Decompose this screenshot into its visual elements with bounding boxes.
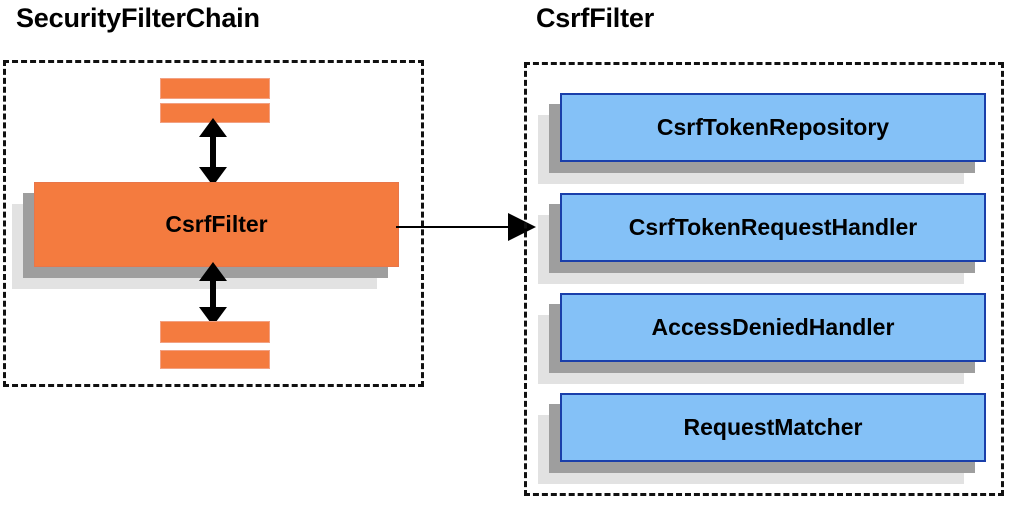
node-accessdeniedhandler[interactable]: AccessDeniedHandler: [538, 293, 986, 384]
double-arrow-above-csrffilter: [199, 118, 227, 186]
filter-placeholder-bar-below-1: [160, 321, 270, 343]
panel-security-filter-chain: [3, 60, 424, 387]
panel-csrf-filter-detail: [524, 62, 1004, 496]
node-requestmatcher-label: RequestMatcher: [560, 393, 986, 462]
node-csrftokenrepository-label: CsrfTokenRepository: [560, 93, 986, 162]
filter-placeholder-bar-above-1: [160, 78, 270, 99]
node-csrftokenrepository[interactable]: CsrfTokenRepository: [538, 93, 986, 184]
node-csrftokenrequesthandler-label: CsrfTokenRequestHandler: [560, 193, 986, 262]
double-arrow-below-csrffilter: [199, 262, 227, 326]
page-title-csrf-filter: CsrfFilter: [536, 3, 655, 33]
node-accessdeniedhandler-label: AccessDeniedHandler: [560, 293, 986, 362]
node-csrftokenrequesthandler[interactable]: CsrfTokenRequestHandler: [538, 193, 986, 284]
node-csrffilter[interactable]: CsrfFilter: [12, 182, 399, 289]
page-title-security-filter-chain: SecurityFilterChain: [16, 3, 260, 33]
node-requestmatcher[interactable]: RequestMatcher: [538, 393, 986, 484]
filter-placeholder-bar-below-2: [160, 350, 270, 369]
node-csrffilter-label: CsrfFilter: [34, 182, 399, 267]
arrow-csrffilter-to-detail-panel: [396, 213, 536, 241]
